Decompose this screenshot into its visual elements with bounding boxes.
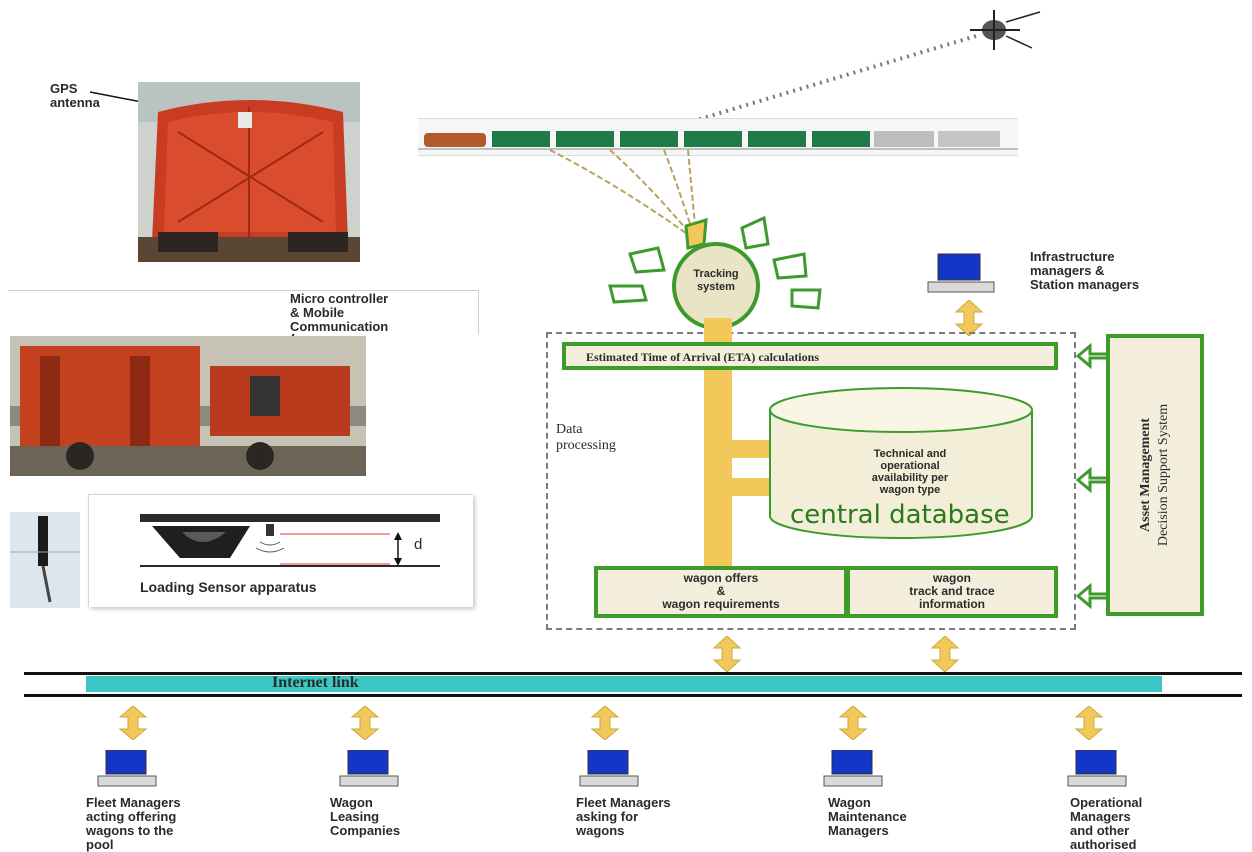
wagon-photo-controller xyxy=(10,336,366,476)
sensor-diagram xyxy=(140,514,440,567)
asset-arrows xyxy=(1076,342,1106,610)
updown-arrow-user-4 xyxy=(838,706,868,740)
internet-line-top xyxy=(24,672,1242,675)
infrastructure-label: Infrastructure managers & Station manage… xyxy=(1030,249,1140,292)
sensor-d-label: d xyxy=(414,536,423,553)
updown-arrow-track xyxy=(930,636,960,672)
user-label-4: Wagon Maintenance Managers xyxy=(828,795,907,838)
asset-management-label: Asset Management xyxy=(1138,418,1153,532)
internet-link-label: Internet link xyxy=(272,674,359,691)
user-label-5: Operational Managers and other authorise… xyxy=(1070,795,1143,852)
wagon-track-box: wagon track and trace information xyxy=(846,566,1058,618)
tracking-system-label: Tracking system xyxy=(693,268,739,293)
sensor-diagram-frame xyxy=(88,494,473,607)
loading-sensor-label: Loading Sensor apparatus xyxy=(140,579,317,595)
train-strip xyxy=(418,118,1018,156)
central-database-icon xyxy=(769,387,1033,539)
user-label-2: Wagon Leasing Companies xyxy=(330,795,401,838)
micro-controller-label: Micro controller & Mobile Communication xyxy=(290,291,389,334)
wagon-photo-gps xyxy=(138,82,360,262)
micro-controller-frame xyxy=(8,290,479,335)
data-branch-2 xyxy=(732,478,772,496)
data-branch xyxy=(732,440,772,458)
eta-box: Estimated Time of Arrival (ETA) calculat… xyxy=(562,342,1058,370)
wagon-offers-box: wagon offers & wagon requirements xyxy=(594,566,848,618)
user-label-3: Fleet Managers asking for wagons xyxy=(576,795,671,838)
computer-icon-user-3 xyxy=(579,750,639,787)
computer-icon-user-4 xyxy=(823,750,883,787)
satellite-signal xyxy=(689,34,977,124)
updown-arrow-offers xyxy=(712,636,742,672)
computer-icon-user-2 xyxy=(339,750,399,787)
decision-support-label: Decision Support System xyxy=(1156,403,1171,547)
computer-icon-user-5 xyxy=(1067,750,1127,787)
asset-management-label-wrap: Asset Management Decision Support System xyxy=(1106,334,1204,616)
internet-line-bottom xyxy=(24,694,1242,697)
satellite-icon xyxy=(970,10,1041,50)
data-processing-area xyxy=(546,332,1076,630)
central-database-label: central database xyxy=(790,500,1010,530)
updown-arrow-infrastructure xyxy=(954,300,984,336)
data-processing-label: Data processing xyxy=(556,422,616,453)
tracking-system-icon xyxy=(608,215,822,330)
infrastructure-computer-icon xyxy=(927,253,995,293)
gps-antenna-label: GPS antenna xyxy=(50,81,100,110)
wagon-offers-label: wagon offers & wagon requirements xyxy=(662,571,780,611)
updown-arrow-user-2 xyxy=(350,706,380,740)
users-row: Fleet Managers acting offering wagons to… xyxy=(0,704,1252,852)
wagon-track-label: wagon track and trace information xyxy=(909,571,995,611)
sensor-photo-small xyxy=(10,512,80,608)
database-description: Technical and operational availability p… xyxy=(871,448,949,496)
computer-icon-user-1 xyxy=(97,750,157,787)
internet-link-bar xyxy=(86,676,1162,692)
updown-arrow-user-1 xyxy=(118,706,148,740)
train-signal-lines xyxy=(549,149,697,237)
user-label-1: Fleet Managers acting offering wagons to… xyxy=(86,795,181,852)
eta-label: Estimated Time of Arrival (ETA) calculat… xyxy=(586,350,819,364)
asset-management-box xyxy=(1106,334,1204,616)
updown-arrow-user-5 xyxy=(1074,706,1104,740)
updown-arrow-user-3 xyxy=(590,706,620,740)
